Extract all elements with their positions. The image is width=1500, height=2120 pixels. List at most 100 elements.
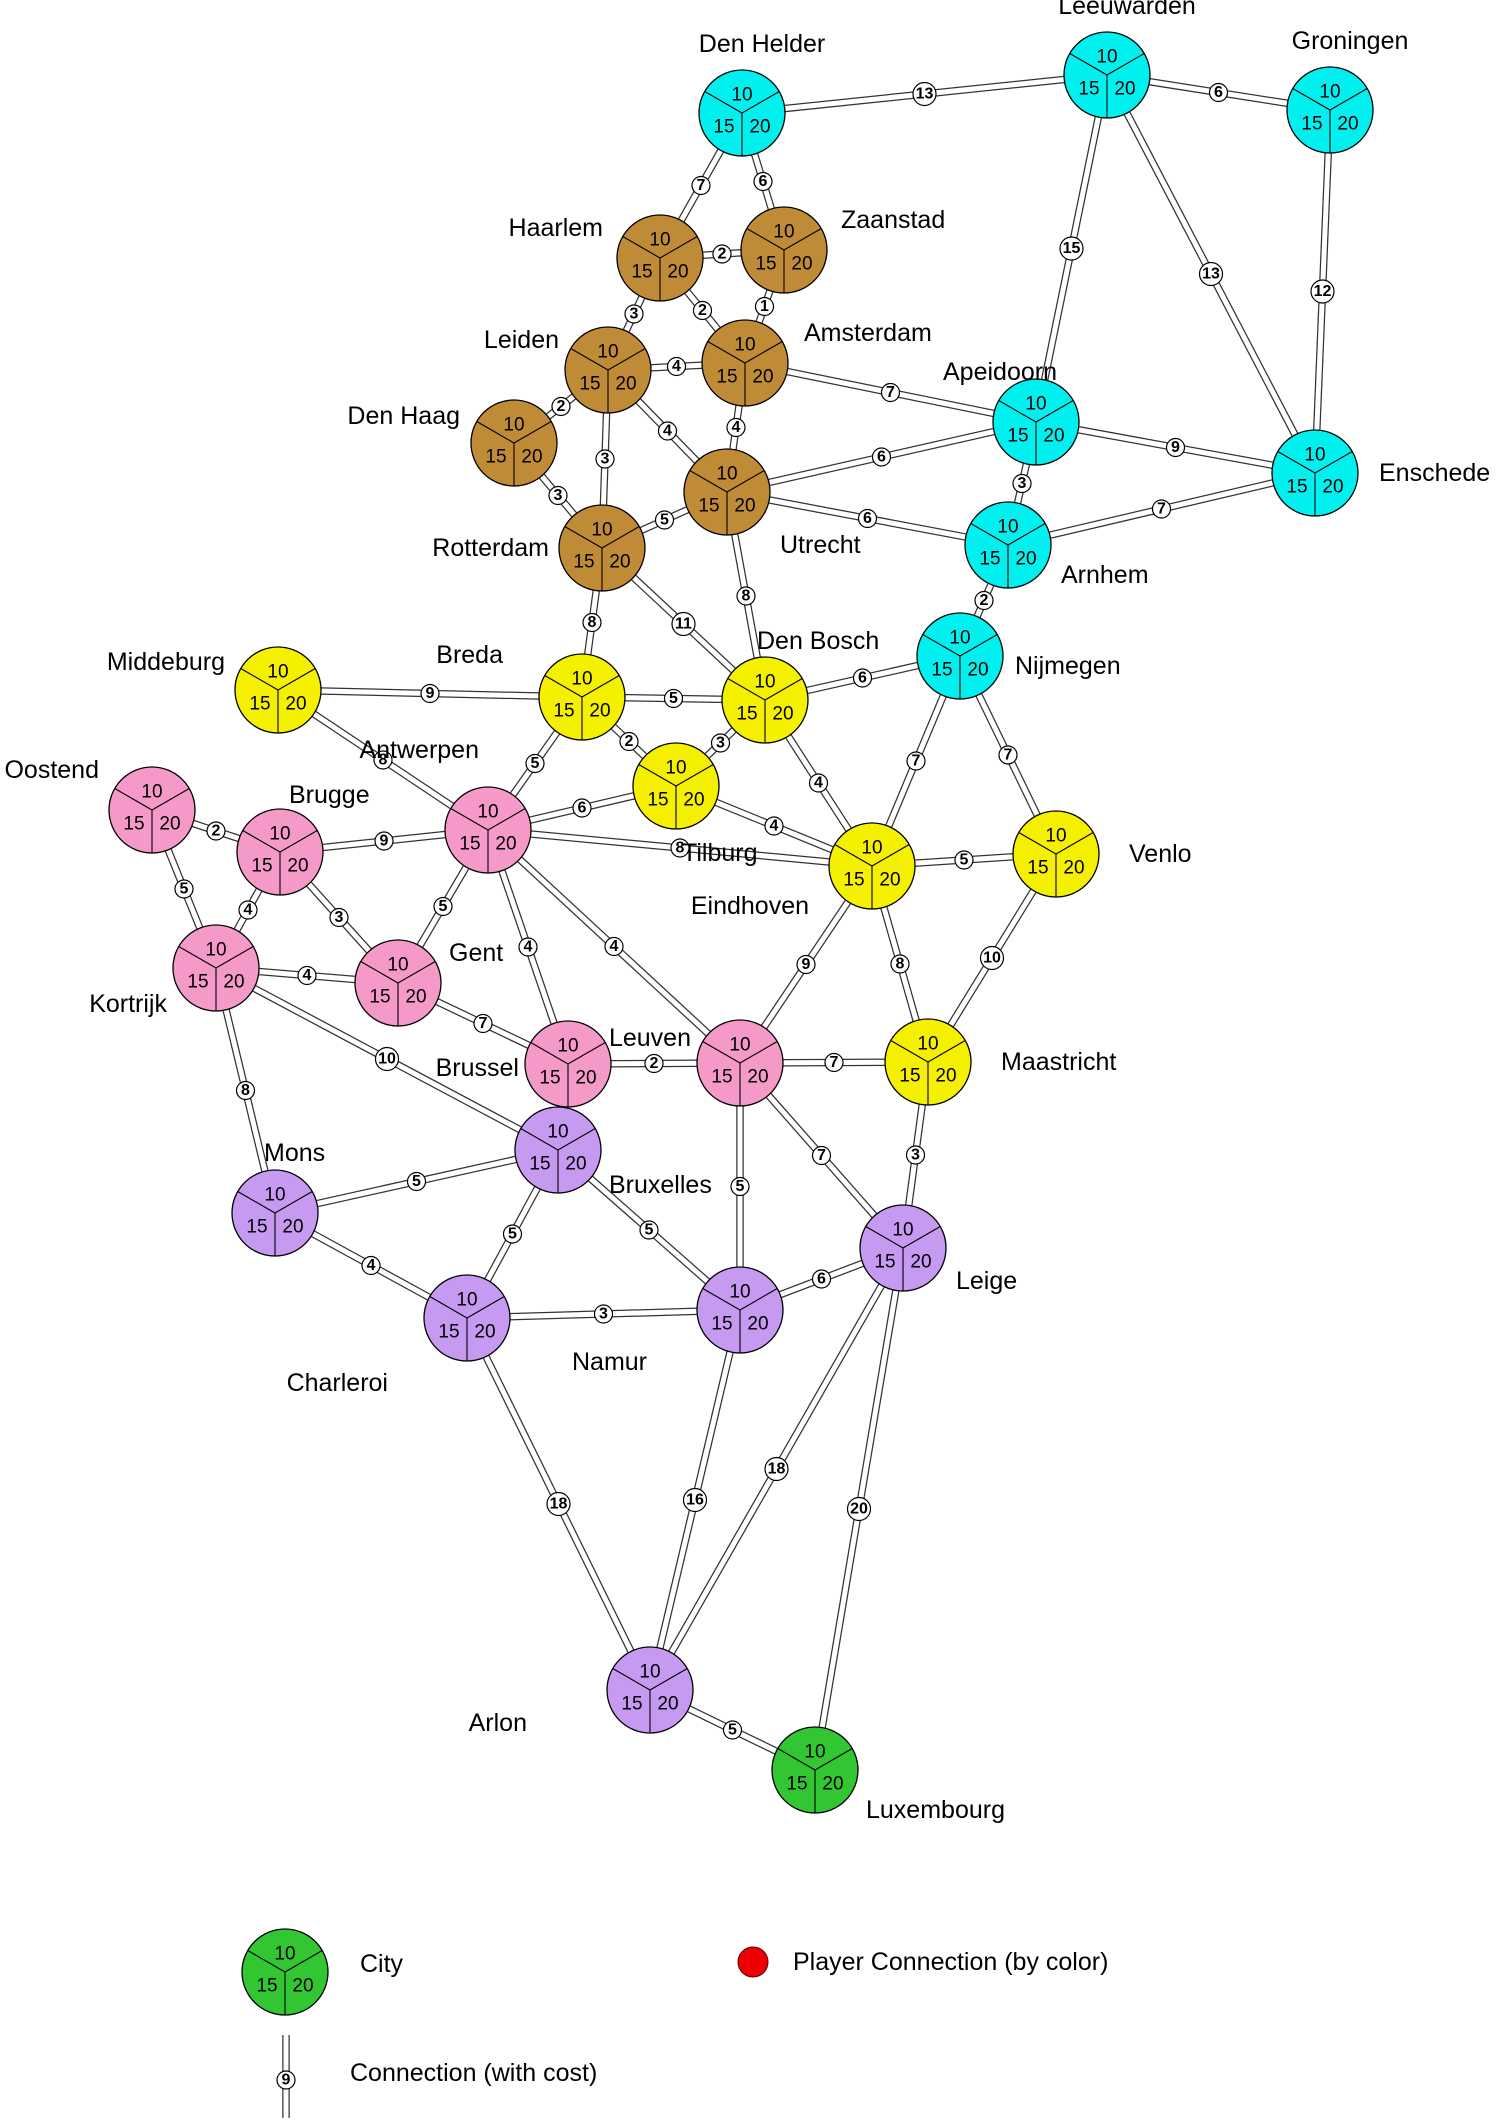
connection-cost: 9	[802, 956, 811, 973]
connection-cost: 3	[630, 306, 639, 323]
connection-cost: 4	[524, 939, 533, 956]
cost-badge	[954, 850, 974, 870]
connection-leige-arlon[interactable]: 18	[646, 1246, 907, 1692]
connection-mons-bruxelles[interactable]: 5	[274, 1146, 559, 1217]
connection-antwerpen-eindhoven[interactable]: 8	[487, 826, 873, 870]
slot-10-label: 10	[1025, 394, 1046, 415]
city-name-gent: Gent	[449, 939, 503, 967]
city-name-antwerpen: Antwerpen	[359, 736, 479, 764]
connection-cost: 5	[960, 852, 969, 869]
cost-badge	[824, 1052, 844, 1073]
cost-badge	[593, 1304, 614, 1324]
connection-leeuwarden-enschede[interactable]: 13	[1103, 73, 1319, 475]
connection-antwerpen-leuven[interactable]: 4	[485, 827, 743, 1066]
slot-15-label: 15	[711, 1314, 732, 1335]
connection-cost: 2	[625, 733, 634, 750]
slot-15-label: 15	[459, 834, 480, 855]
cost-badge	[644, 1053, 664, 1074]
slot-15-label: 15	[786, 1774, 807, 1795]
connection-middeburg-breda[interactable]: 9	[277, 683, 583, 704]
cost-badge	[666, 356, 687, 377]
connection-leige-luxembourg[interactable]: 20	[811, 1247, 907, 1771]
connection-charleroi-namur[interactable]: 3	[466, 1304, 741, 1324]
slot-20-label: 20	[405, 987, 426, 1008]
connection-cost: 3	[716, 735, 725, 752]
slot-15-label: 15	[713, 117, 734, 138]
slot-10-label: 10	[387, 955, 408, 976]
cost-badge	[979, 945, 1005, 971]
city-name-brugge: Brugge	[289, 781, 370, 809]
slot-20-label: 20	[1337, 114, 1358, 135]
connection-utrecht-apeldoorn[interactable]: 6	[726, 418, 1037, 496]
slot-20-label: 20	[1043, 426, 1064, 447]
slot-20-label: 20	[495, 834, 516, 855]
connection-kortrijk-bruxelles[interactable]: 10	[214, 964, 560, 1154]
cost-badge	[811, 1269, 832, 1289]
connection-cost: 5	[645, 1222, 654, 1239]
cost-badge	[525, 753, 545, 774]
slot-10-label: 10	[773, 222, 794, 243]
slot-10-label: 10	[734, 335, 755, 356]
cost-badge	[764, 1456, 789, 1482]
cost-badge	[1165, 437, 1186, 458]
slot-20-label: 20	[935, 1066, 956, 1087]
slot-20-label: 20	[910, 1252, 931, 1273]
connection-leeuwarden-apeldoorn[interactable]: 15	[1032, 74, 1111, 423]
connection-cost: 13	[1202, 266, 1220, 283]
connection-charleroi-arlon[interactable]: 18	[463, 1316, 654, 1692]
connection-utrecht-arnhem[interactable]: 6	[726, 488, 1009, 549]
cost-badge	[297, 965, 317, 986]
connection-arnhem-enschede[interactable]: 7	[1007, 469, 1316, 549]
slot-20-label: 20	[609, 552, 630, 573]
slot-10-label: 10	[754, 672, 775, 693]
connection-groningen-enschede[interactable]: 12	[1310, 109, 1335, 474]
connection-cost: 3	[599, 1306, 608, 1323]
cost-badge	[604, 936, 624, 957]
connection-den-helder-leeuwarden[interactable]: 13	[741, 71, 1108, 117]
cost-badge	[1208, 82, 1229, 103]
connection-apeldoorn-enschede[interactable]: 9	[1035, 418, 1316, 477]
slot-20-label: 20	[747, 1067, 768, 1088]
connection-namur-arlon[interactable]: 16	[646, 1309, 744, 1691]
connection-amsterdam-apeldoorn[interactable]: 7	[744, 359, 1037, 426]
connection-cost: 5	[736, 1178, 745, 1195]
